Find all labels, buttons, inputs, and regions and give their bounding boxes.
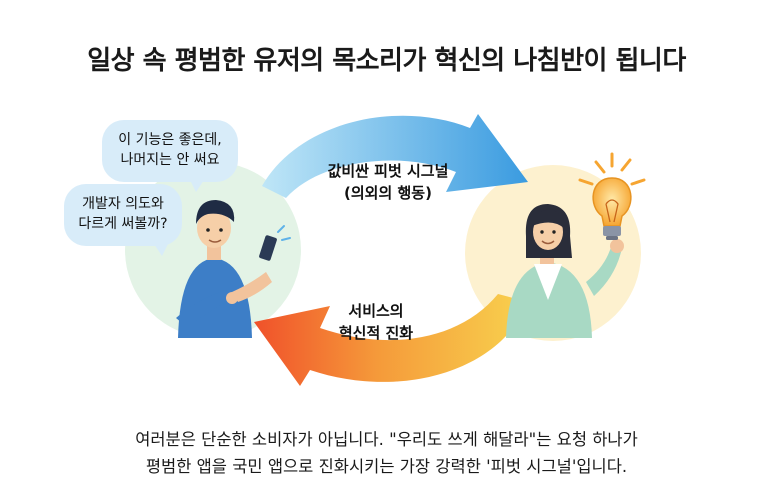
caption: 여러분은 단순한 소비자가 아닙니다. "우리도 쓰게 해달라"는 요청 하나가… [0, 426, 773, 480]
user-figure [176, 200, 291, 338]
caption-line-1: 여러분은 단순한 소비자가 아닙니다. "우리도 쓰게 해달라"는 요청 하나가 [135, 430, 638, 449]
bubble-2-line-1: 개발자 의도와 [82, 196, 164, 212]
top-cycle-label: 값비싼 피벗 시그널 (의외의 행동) [318, 160, 458, 204]
bottom-cycle-arrow [254, 294, 528, 386]
bubble-tail [190, 180, 204, 192]
developer-figure [506, 204, 624, 338]
bottom-cycle-label: 서비스의 혁신적 진화 [316, 300, 436, 344]
top-label-line-2: (의외의 행동) [344, 184, 432, 202]
bubble-1-line-1: 이 기능은 좋은데, [118, 132, 222, 148]
user-speech-bubble-2: 개발자 의도와 다르게 써볼까? [64, 184, 182, 256]
lightbulb-icon [578, 152, 646, 240]
bottom-label-line-2: 혁신적 진화 [338, 324, 414, 342]
page-title: 일상 속 평범한 유저의 목소리가 혁신의 나침반이 됩니다 [87, 46, 686, 76]
bubble-1-line-2: 나머지는 안 써요 [120, 152, 220, 168]
user-speech-bubble-1: 이 기능은 좋은데, 나머지는 안 써요 [102, 120, 238, 192]
top-label-line-1: 값비싼 피벗 시그널 [327, 162, 449, 180]
caption-line-2: 평범한 앱을 국민 앱으로 진화시키는 가장 강력한 '피벗 시그널'입니다. [145, 457, 628, 476]
bubble-2-line-2: 다르게 써볼까? [78, 216, 168, 232]
bubble-tail [154, 244, 168, 256]
bottom-label-line-1: 서비스의 [348, 302, 404, 320]
top-cycle-arrow [262, 114, 528, 198]
